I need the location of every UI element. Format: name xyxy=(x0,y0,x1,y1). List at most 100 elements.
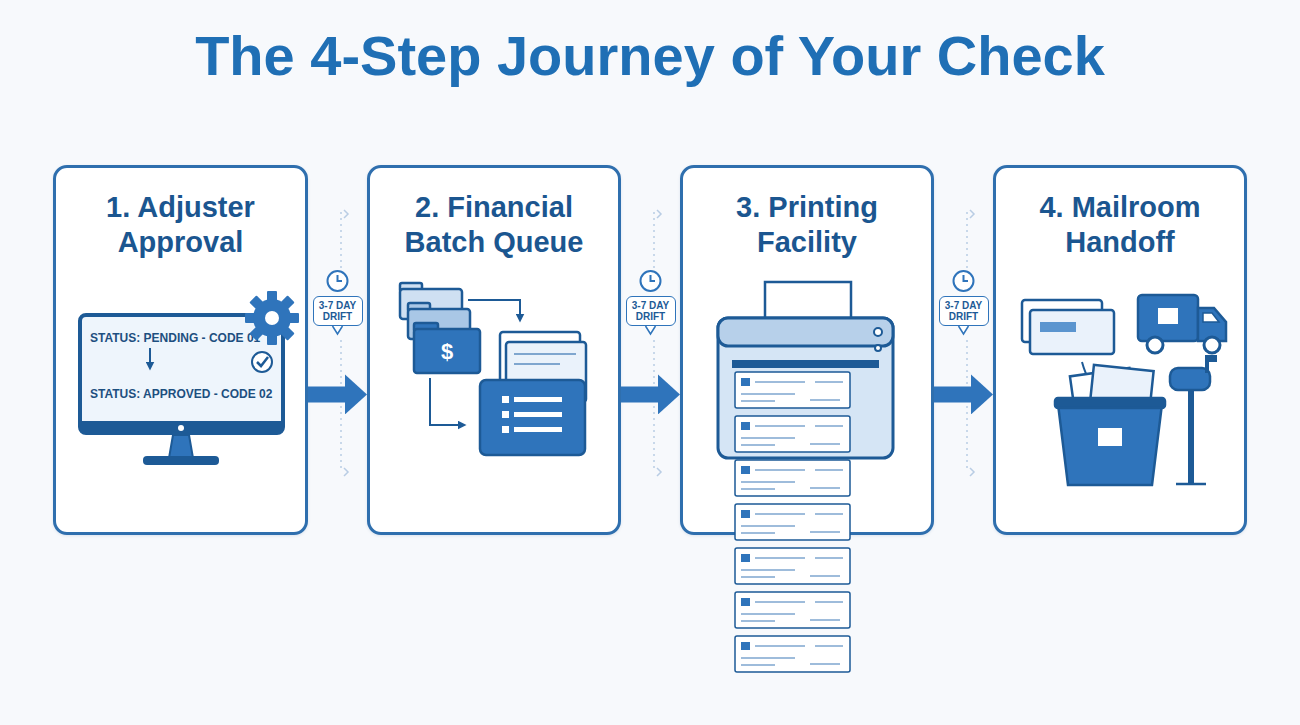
gear-tooth xyxy=(280,326,294,340)
truck-window xyxy=(1203,313,1219,322)
check-lines xyxy=(741,470,843,489)
chevron xyxy=(344,210,348,218)
badge-pointers xyxy=(333,326,969,334)
check-lines xyxy=(741,514,843,533)
bag-logo xyxy=(1098,428,1122,446)
printer-illustration xyxy=(718,282,893,458)
monitor-screen: STATUS: PENDING - CODE 01 STATUS: APPROVE… xyxy=(78,313,285,435)
chevron xyxy=(344,468,348,476)
check-mark xyxy=(257,357,268,366)
chevron xyxy=(970,468,974,476)
printed-check xyxy=(735,504,850,540)
batch-tray xyxy=(480,380,585,455)
step-heading: 3. Printing Facility xyxy=(683,190,931,260)
bank-icon xyxy=(741,598,750,606)
check-lines xyxy=(741,426,843,445)
process-box: STATUS: PENDING - CODE 01 STATUS: APPROVE… xyxy=(53,165,308,535)
gear-tooth xyxy=(245,313,255,323)
mailbox xyxy=(1170,368,1210,390)
process-box: 2. Financial Batch Queue xyxy=(367,165,621,535)
folder xyxy=(408,309,470,339)
mailbox-post xyxy=(1188,388,1194,483)
bank-icon xyxy=(741,378,750,386)
chevron xyxy=(657,210,661,218)
bag-rim xyxy=(1055,398,1165,408)
mailroom-illustration xyxy=(1022,295,1226,485)
gear-tooth xyxy=(249,295,263,309)
status-text: STATUS: PENDING - CODE 01 xyxy=(90,331,280,346)
clock-hands xyxy=(651,275,656,281)
check-paper xyxy=(735,504,850,540)
check-stack xyxy=(735,372,850,672)
dotted-guide xyxy=(340,340,342,472)
flow-arrow xyxy=(934,386,971,402)
gear-body xyxy=(253,299,291,337)
mail-bag xyxy=(1058,404,1162,485)
list-line xyxy=(514,397,562,402)
drift-badge: 3-7 DAY DRIFT xyxy=(939,296,989,326)
envelope xyxy=(1022,300,1102,342)
check-lines xyxy=(741,646,843,665)
clock-icon xyxy=(954,271,974,291)
printer-slot xyxy=(732,360,879,368)
card-line xyxy=(514,363,560,365)
monitor-illustration xyxy=(143,291,299,465)
truck-body xyxy=(1138,295,1198,341)
drift-badge: 3-7 DAY DRIFT xyxy=(626,296,676,326)
printer-top xyxy=(718,318,893,346)
dotted-guide xyxy=(966,212,968,270)
status-arrow xyxy=(149,348,151,366)
gear-tooth xyxy=(280,295,294,309)
drift-guides xyxy=(341,212,967,472)
list-line xyxy=(514,427,562,432)
check-paper xyxy=(735,592,850,628)
ground-line xyxy=(1176,483,1206,486)
check-circle xyxy=(252,352,272,372)
truck-logo xyxy=(1158,308,1178,324)
printer-paper xyxy=(765,282,851,324)
envelope xyxy=(1090,365,1153,405)
list-line xyxy=(514,412,562,417)
gear-tooth xyxy=(289,313,299,323)
gear-tooth xyxy=(249,326,263,340)
list-bullet xyxy=(502,396,509,403)
card-line xyxy=(514,353,576,355)
list-bullet xyxy=(502,411,509,418)
process-box: 3. Printing Facility xyxy=(680,165,934,535)
printed-check xyxy=(735,460,850,496)
dotted-guide xyxy=(340,212,342,270)
truck-wheel xyxy=(1204,337,1220,353)
bank-icon xyxy=(741,466,750,474)
gear-icon xyxy=(245,291,299,345)
dotted-guide xyxy=(966,340,968,472)
clock-icons xyxy=(328,271,974,291)
chevron xyxy=(970,210,974,218)
printed-check xyxy=(735,592,850,628)
flow-arrow xyxy=(468,300,520,318)
flow-arrow xyxy=(430,378,462,425)
step-heading: 1. Adjuster Approval xyxy=(56,190,305,260)
check-lines xyxy=(741,602,843,621)
clock-icon xyxy=(641,271,661,291)
flow-arrow xyxy=(621,386,658,402)
check-paper xyxy=(735,460,850,496)
status-text: STATUS: APPROVED - CODE 02 xyxy=(90,387,280,402)
batch-card xyxy=(506,342,586,402)
batch-card xyxy=(500,332,580,392)
chevron xyxy=(657,468,661,476)
truck-wheel xyxy=(1147,337,1163,353)
printer-body xyxy=(718,318,893,458)
flow-arrow xyxy=(308,386,345,402)
check-lines xyxy=(741,558,843,577)
check-paper xyxy=(735,548,850,584)
check-paper xyxy=(735,636,850,672)
badge-pointer xyxy=(333,326,343,334)
monitor-button xyxy=(178,425,184,431)
badge-pointer xyxy=(646,326,656,334)
folder xyxy=(400,289,462,319)
check-lines xyxy=(741,382,843,401)
badge-pointer xyxy=(959,326,969,334)
bank-icon xyxy=(741,554,750,562)
gear-tooth xyxy=(267,335,277,345)
